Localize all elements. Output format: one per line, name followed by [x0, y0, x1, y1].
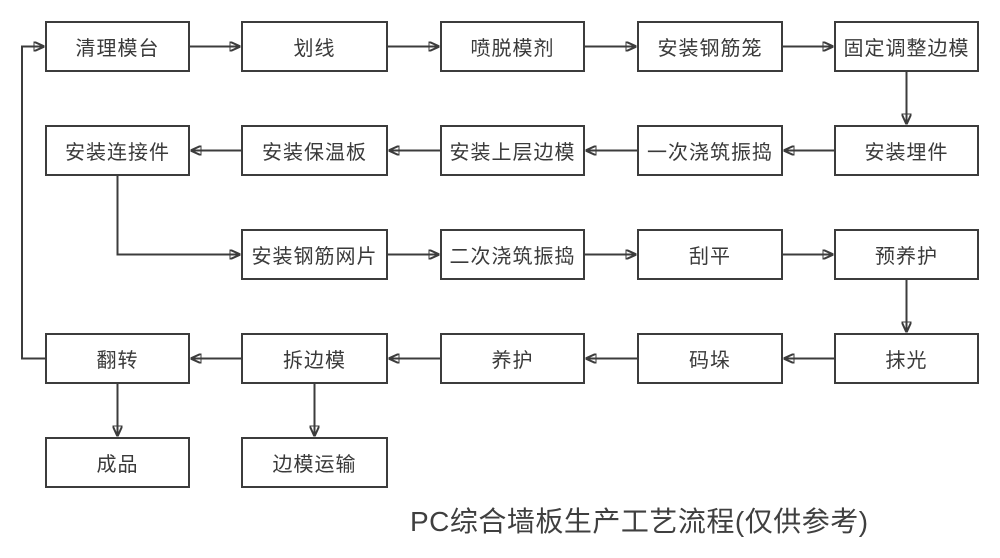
- node-fix-adjust-mold: 固定调整边模: [834, 21, 979, 72]
- node-curing: 养护: [440, 333, 585, 384]
- diagram-title: PC综合墙板生产工艺流程(仅供参考): [410, 506, 869, 537]
- node-first-pour-vibrate: 一次浇筑振捣: [637, 125, 783, 176]
- node-install-connectors: 安装连接件: [45, 125, 190, 176]
- node-flip: 翻转: [45, 333, 190, 384]
- node-second-pour-vibrate: 二次浇筑振捣: [440, 229, 585, 280]
- node-install-rebar-cage: 安装钢筋笼: [637, 21, 783, 72]
- node-scrape-level: 刮平: [637, 229, 783, 280]
- node-scribe-line: 划线: [241, 21, 388, 72]
- node-pre-curing: 预养护: [834, 229, 979, 280]
- node-install-upper-mold: 安装上层边模: [440, 125, 585, 176]
- connector-flip-loop-to-clean: [21, 47, 45, 360]
- node-trowel-polish: 抹光: [834, 333, 979, 384]
- node-spray-release: 喷脱模剂: [440, 21, 585, 72]
- node-stacking: 码垛: [637, 333, 783, 384]
- node-finished-product: 成品: [45, 437, 190, 488]
- node-install-insulation: 安装保温板: [241, 125, 388, 176]
- node-clean-table: 清理模台: [45, 21, 190, 72]
- node-mold-transport: 边模运输: [241, 437, 388, 488]
- node-install-rebar-mesh: 安装钢筋网片: [241, 229, 388, 280]
- connector-connectors-to-mesh: [116, 176, 240, 255]
- node-remove-side-mold: 拆边模: [241, 333, 388, 384]
- node-install-embeds: 安装埋件: [834, 125, 979, 176]
